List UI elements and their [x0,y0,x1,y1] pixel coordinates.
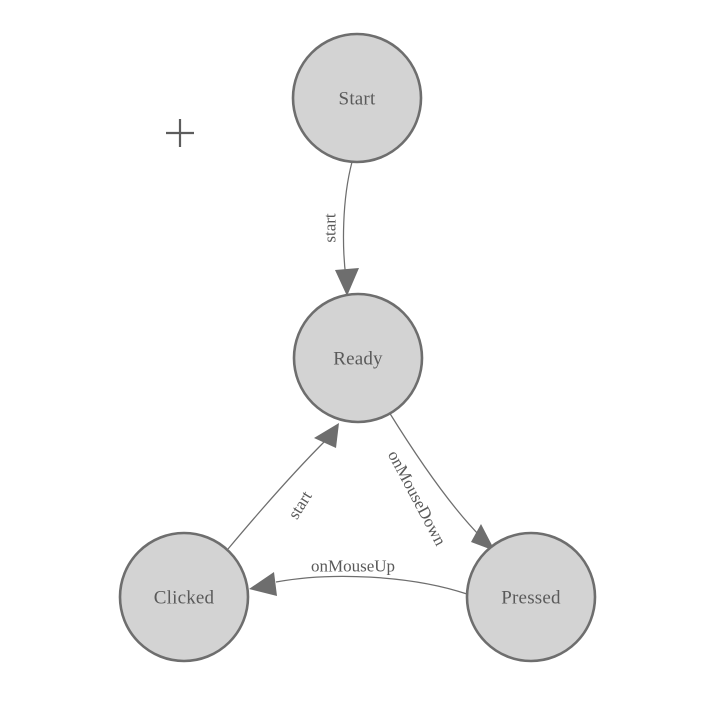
node-shape[interactable] [291,32,423,164]
node-label: Pressed [501,588,561,609]
node-layer: Start Ready Clicked Pressed [118,32,597,663]
node-label: Clicked [154,588,215,609]
node-start[interactable]: Start [291,32,423,164]
edge-line[interactable] [388,411,483,539]
edge-line[interactable] [275,575,468,595]
edge-label-clicked-to-ready: start [284,487,316,522]
arrowhead-icon [471,524,495,551]
edge-layer [227,161,495,596]
arrowhead-icon [249,572,277,596]
edge-label-start-to-ready: start [321,213,340,243]
node-shape[interactable] [292,292,424,424]
node-label: Start [339,89,376,110]
node-clicked[interactable]: Clicked [118,531,250,663]
origin-crosshair-icon [166,119,194,147]
arrowhead-icon [335,268,359,296]
arrowhead-icon [314,423,339,448]
node-ready[interactable]: Ready [292,292,424,424]
edge-pressed-to-clicked[interactable] [249,572,468,596]
node-pressed[interactable]: Pressed [465,531,597,663]
node-shape[interactable] [118,531,250,663]
node-shape[interactable] [465,531,597,663]
edge-label-pressed-to-clicked: onMouseUp [311,557,395,576]
edge-line[interactable] [227,439,327,550]
edge-clicked-to-ready[interactable] [227,423,339,550]
edge-label-ready-to-pressed: onMouseDown [384,447,450,549]
edge-start-to-ready[interactable] [335,161,359,296]
edge-line[interactable] [342,161,353,279]
node-label: Ready [333,349,383,370]
edge-ready-to-pressed[interactable] [388,411,495,551]
